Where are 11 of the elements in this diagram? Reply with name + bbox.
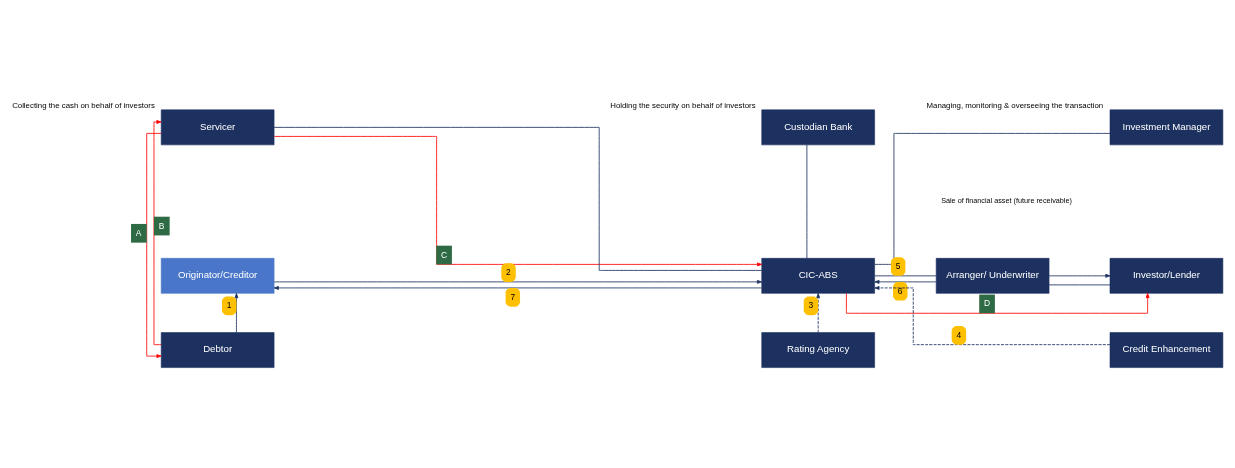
edge-label: 3 <box>808 299 814 310</box>
edge-label: 2 <box>506 266 511 277</box>
edge-label: 4 <box>956 329 962 340</box>
edge-label: 6 <box>897 285 903 296</box>
edge-label: 5 <box>895 260 901 271</box>
edge-label: A <box>135 227 142 238</box>
edge-label: 1 <box>226 299 232 310</box>
edge-label: D <box>984 297 991 308</box>
edge-label: C <box>441 249 448 260</box>
edge-label: 7 <box>510 291 516 302</box>
edge-label: B <box>158 220 165 231</box>
